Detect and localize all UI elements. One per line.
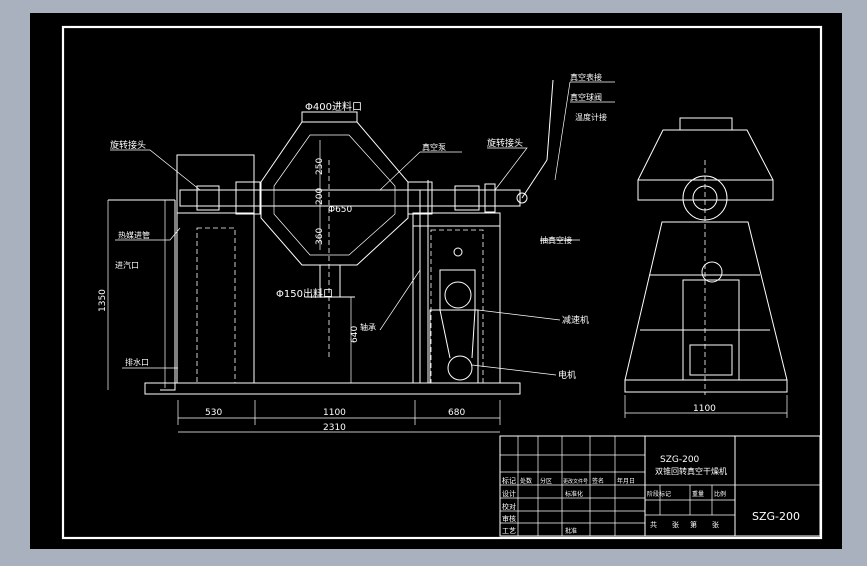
title-drawing-no: SZG-200 bbox=[752, 510, 800, 523]
dim-640: 640 bbox=[350, 326, 360, 343]
rotation-shaft bbox=[179, 189, 521, 207]
dim-680: 680 bbox=[448, 408, 465, 418]
hdr-sign: 签名 bbox=[592, 477, 604, 485]
dim-2310: 2310 bbox=[323, 423, 346, 433]
label-thermometer: 温度计接 bbox=[575, 112, 607, 122]
side-view: Φ400进料口 250 200 Φ650 360 Φ150出料口 640 135… bbox=[98, 72, 615, 433]
label-rotary-joint-left: 旋转接头 bbox=[110, 139, 146, 151]
row-label-mark: 标记 bbox=[502, 476, 516, 485]
drawing-frame bbox=[61, 25, 823, 540]
cell-weight: 重量 bbox=[692, 490, 704, 498]
motor-frame bbox=[429, 309, 479, 384]
dim-1100: 1100 bbox=[323, 408, 346, 418]
hdr-date: 年月日 bbox=[617, 477, 635, 485]
label-vacuum-pump: 真空泵 bbox=[422, 142, 446, 152]
label-ball-valve: 真空球阀 bbox=[570, 92, 602, 102]
feed-port-flange bbox=[301, 111, 358, 123]
cell-stage-mark: 阶段标记 bbox=[647, 490, 671, 498]
label-drain: 排水口 bbox=[125, 357, 149, 367]
dim-1350: 1350 bbox=[98, 289, 108, 312]
title-model: SZG-200 bbox=[660, 455, 700, 465]
hdr-count: 处数 bbox=[520, 477, 532, 485]
row-label-process: 工艺 bbox=[502, 527, 516, 535]
dim-650: Φ650 bbox=[328, 205, 353, 215]
dim-discharge: Φ150出料口 bbox=[276, 287, 333, 300]
sheet-total: 共 bbox=[650, 520, 657, 529]
label-vacuum-outlet: 抽真空接 bbox=[540, 235, 572, 245]
dim-feed-port: Φ400进料口 bbox=[305, 100, 362, 113]
label-gearbox: 减速机 bbox=[562, 314, 589, 326]
row-label-check: 校对 bbox=[502, 502, 516, 511]
front-stand bbox=[624, 221, 788, 381]
cell-scale: 比例 bbox=[714, 490, 726, 498]
dim-200: 200 bbox=[315, 188, 325, 205]
double-cone-vessel bbox=[260, 121, 409, 266]
row-label-design: 设计 bbox=[502, 489, 516, 498]
title-block: SZG-200 双锥回转真空干燥机 SZG-200 标记 设计 校对 审核 工艺… bbox=[499, 435, 821, 537]
label-rotary-joint-right: 旋转接头 bbox=[487, 137, 523, 149]
label-heat-in: 热媒进管 bbox=[118, 230, 150, 240]
row-label-review: 审核 bbox=[502, 514, 516, 523]
motor bbox=[447, 355, 473, 381]
sheet-no: 第 bbox=[690, 520, 697, 529]
dim-front-1100: 1100 bbox=[693, 404, 716, 414]
cell-approve: 批准 bbox=[565, 527, 577, 535]
sheet-unit-1: 张 bbox=[672, 520, 679, 529]
dim-530: 530 bbox=[205, 408, 222, 418]
hdr-change-doc: 更改文件号 bbox=[563, 478, 588, 485]
sheet-unit-2: 张 bbox=[712, 520, 719, 529]
cell-standardization: 标准化 bbox=[565, 490, 583, 498]
front-view: 1100 bbox=[624, 117, 788, 418]
hdr-zone: 分区 bbox=[540, 477, 552, 485]
label-steam-inlet: 进汽口 bbox=[115, 260, 139, 270]
label-bearing: 轴承 bbox=[360, 322, 376, 332]
dim-360: 360 bbox=[315, 228, 325, 245]
dim-250: 250 bbox=[315, 158, 325, 175]
label-motor: 电机 bbox=[558, 369, 576, 381]
label-vacuum-gauge: 真空表接 bbox=[570, 72, 602, 82]
base-frame bbox=[144, 382, 521, 395]
title-name: 双锥回转真空干燥机 bbox=[655, 466, 727, 476]
